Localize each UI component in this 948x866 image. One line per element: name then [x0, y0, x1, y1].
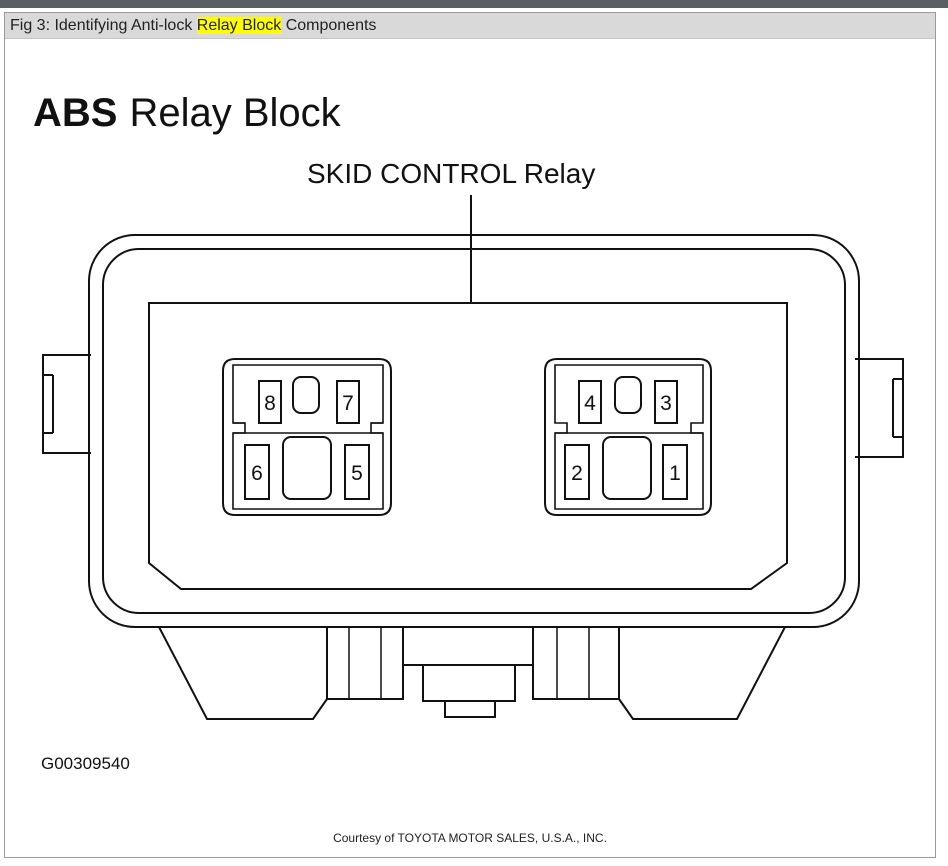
housing-inner	[102, 248, 846, 614]
figure-code: G00309540	[41, 754, 130, 773]
diagram-title: ABS Relay Block	[33, 91, 342, 135]
inner-panel	[148, 302, 788, 590]
title-rest: Relay Block	[129, 91, 341, 135]
terminal-label-2: 2	[571, 462, 583, 485]
caption-suffix: Components	[281, 17, 377, 34]
left-side-clip	[42, 354, 91, 454]
terminal-slot-3	[654, 380, 678, 424]
terminal-slot-7	[336, 380, 360, 424]
caption-prefix: Fig 3: Identifying Anti-lock	[10, 17, 197, 34]
right-side-clip	[855, 358, 904, 458]
title-bold: ABS	[33, 91, 117, 135]
terminal-label-5: 5	[351, 462, 363, 485]
terminal-slot-2	[564, 444, 590, 500]
terminal-label-6: 6	[251, 462, 263, 485]
figure-frame: Fig 3: Identifying Anti-lock Relay Block…	[4, 12, 936, 858]
right-socket-center-pin	[614, 376, 642, 414]
right-relay-socket	[544, 358, 712, 516]
left-socket-center-slot	[282, 436, 332, 500]
caption-highlight: Relay Block	[196, 17, 282, 34]
terminal-label-1: 1	[669, 462, 681, 485]
terminal-slot-4	[578, 380, 602, 424]
terminal-label-7: 7	[342, 392, 354, 415]
housing-outer	[88, 234, 860, 628]
courtesy-credit: Courtesy of TOYOTA MOTOR SALES, U.S.A., …	[333, 831, 607, 845]
figure-caption: Fig 3: Identifying Anti-lock Relay Block…	[5, 13, 935, 39]
window-top-bar	[0, 0, 948, 8]
terminal-label-8: 8	[264, 392, 276, 415]
terminal-label-3: 3	[660, 392, 672, 415]
terminal-slot-6	[244, 444, 270, 500]
left-relay-socket	[222, 358, 392, 516]
terminal-slot-1	[662, 444, 688, 500]
terminal-slot-5	[344, 444, 370, 500]
skid-control-relay-label: SKID CONTROL Relay	[307, 158, 595, 189]
right-socket-center-slot	[602, 436, 652, 500]
left-socket-center-pin	[292, 376, 320, 414]
terminal-label-4: 4	[584, 392, 596, 415]
terminal-slot-8	[258, 380, 282, 424]
bottom-connector-assembly	[158, 626, 786, 720]
abs-relay-block-diagram: ABS Relay Block SKID CONTROL Relay	[33, 91, 904, 773]
